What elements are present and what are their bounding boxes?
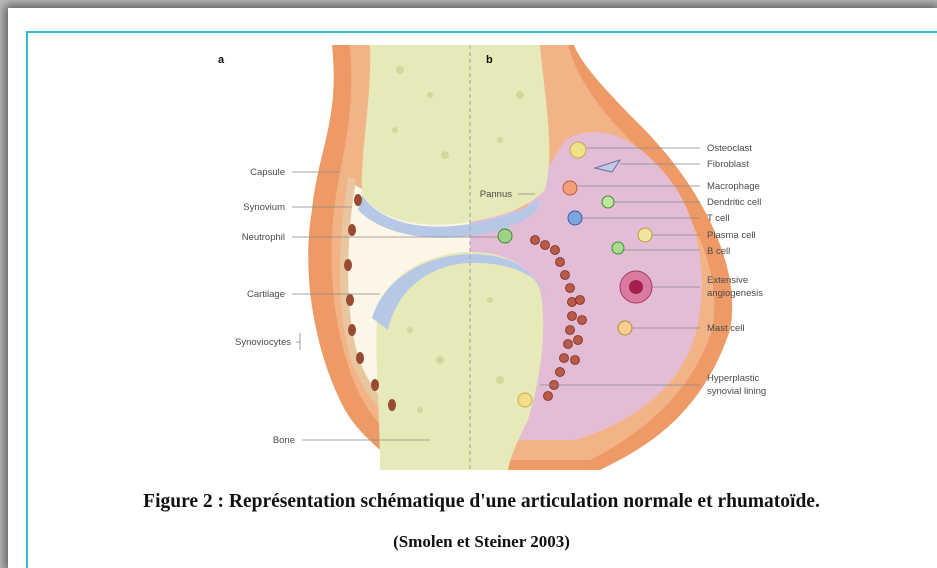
- figure-citation: (Smolen et Steiner 2003): [26, 532, 937, 552]
- label-fibroblast: Fibroblast: [707, 159, 749, 170]
- panel-b-label: b: [486, 54, 493, 66]
- osteoclast-cell: [570, 142, 586, 158]
- upper-bone: [362, 45, 550, 225]
- label-t-cell: T cell: [707, 213, 730, 224]
- label-capsule: Capsule: [250, 167, 285, 178]
- label-plasma-cell: Plasma cell: [707, 230, 756, 241]
- label-synovium: Synovium: [243, 202, 285, 213]
- macrophage-cell: [563, 181, 577, 195]
- label-extensive: Extensive: [707, 275, 748, 286]
- label-mast-cell: Mast cell: [707, 323, 744, 334]
- label-synovial-lining: synovial lining: [707, 386, 766, 397]
- dendritic-cell: [602, 196, 614, 208]
- b-cell: [612, 242, 624, 254]
- osteoclast-cell-lower: [518, 393, 532, 407]
- label-cartilage: Cartilage: [247, 289, 285, 300]
- angiogenesis-core: [629, 280, 643, 294]
- label-dendritic-cell: Dendritic cell: [707, 197, 761, 208]
- mast-cell: [618, 321, 632, 335]
- label-synoviocytes: Synoviocytes: [235, 337, 291, 348]
- label-pannus: Pannus: [480, 189, 512, 200]
- label-osteoclast: Osteoclast: [707, 143, 752, 154]
- label-angiogenesis: angiogenesis: [707, 288, 763, 299]
- label-hyperplastic: Hyperplastic: [707, 373, 760, 384]
- label-macrophage: Macrophage: [707, 181, 760, 192]
- t-cell: [568, 211, 582, 225]
- label-bone: Bone: [273, 435, 295, 446]
- label-neutrophil: Neutrophil: [242, 232, 285, 243]
- plasma-cell: [638, 228, 652, 242]
- neutrophil-cell: [498, 229, 512, 243]
- label-b-cell: B cell: [707, 246, 730, 257]
- panel-a-label: a: [218, 54, 225, 66]
- figure-caption: Figure 2 : Représentation schématique d'…: [26, 491, 937, 513]
